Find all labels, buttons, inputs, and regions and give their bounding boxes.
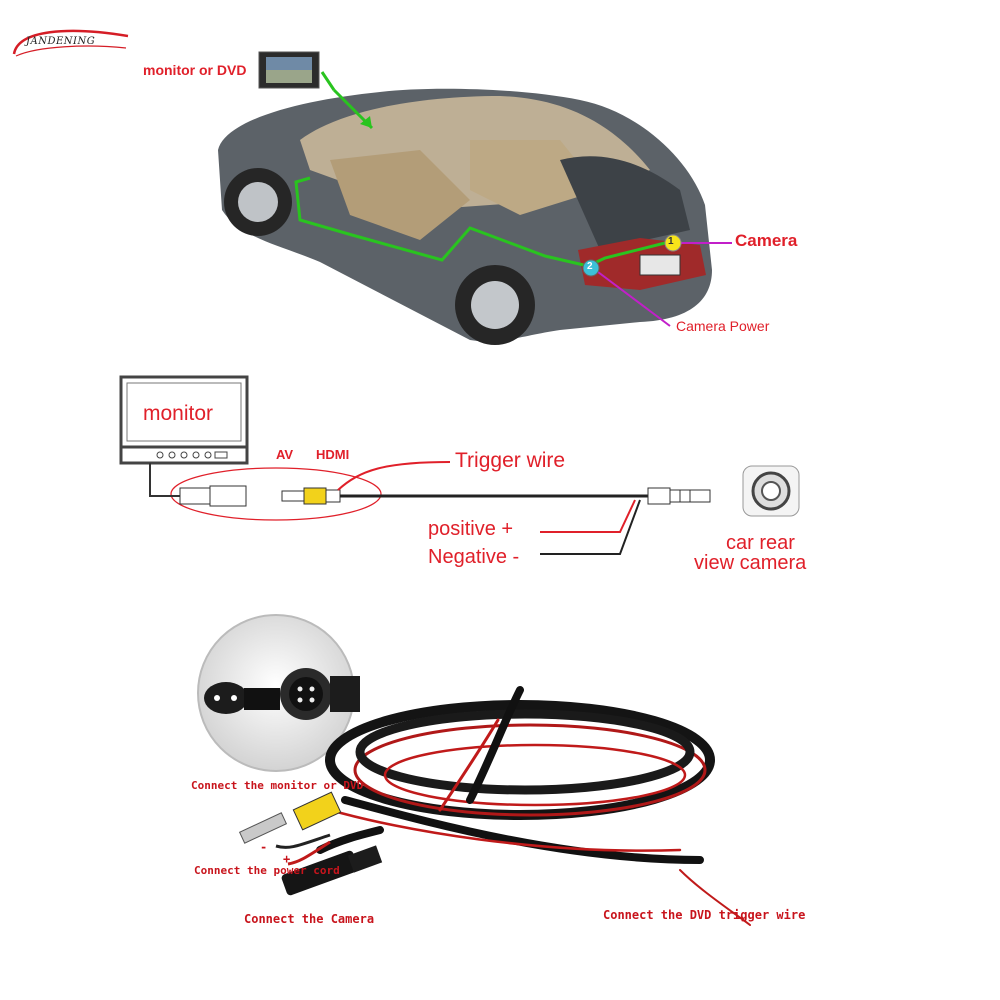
camera-label-line2: view camera [694,552,807,574]
camera-label: Camera [735,231,798,250]
camera-power-label: Camera Power [676,318,770,334]
marker-1-label: 1 [668,236,674,247]
arrow-head-icon [360,116,372,128]
negative-label: Negative - [428,546,520,568]
brand-logo: JANDENING [8,24,138,62]
connect-power-label: Connect the power cord [194,864,340,877]
positive-label: positive + [428,518,514,540]
connect-monitor-label: Connect the monitor or DVD [191,779,364,792]
monitor-or-dvd-label: monitor or DVD [143,62,247,78]
hdmi-label: HDMI [316,447,350,462]
camera-label-line1: car rear [726,532,795,554]
minus-sign: - [260,840,268,854]
av-label: AV [276,447,294,462]
monitor-label: monitor [143,402,214,425]
trigger-wire-label: Trigger wire [455,449,566,472]
marker-2-label: 2 [587,261,593,272]
connect-camera-label: Connect the Camera [244,912,375,926]
marker-2-icon [582,259,600,277]
dvd-unit-icon [258,51,320,89]
marker-1-icon [664,234,682,252]
logo-text: JANDENING [26,36,96,47]
connect-trigger-label: Connect the DVD trigger wire [603,908,806,922]
logo-swoosh-icon [12,29,129,57]
car-illustration-icon [218,88,712,345]
camera-callout [597,242,732,327]
plus-sign: + [283,852,291,866]
